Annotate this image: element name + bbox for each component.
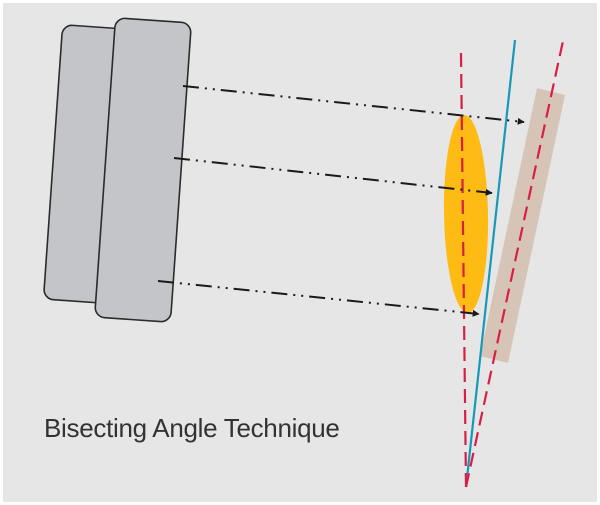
xray-tube-front-cylinder	[94, 17, 192, 323]
film-plane-line	[464, 40, 565, 488]
xray-beam-bottom	[157, 280, 480, 317]
xray-beams	[157, 85, 525, 317]
diagram-caption: Bisecting Angle Technique	[44, 413, 340, 443]
xray-tube	[43, 17, 192, 323]
tooth	[443, 115, 489, 313]
xray-beam-middle	[173, 157, 493, 196]
bisector-line	[464, 39, 517, 488]
film-receptor	[480, 88, 565, 363]
tooth-long-axis-line	[459, 52, 468, 488]
